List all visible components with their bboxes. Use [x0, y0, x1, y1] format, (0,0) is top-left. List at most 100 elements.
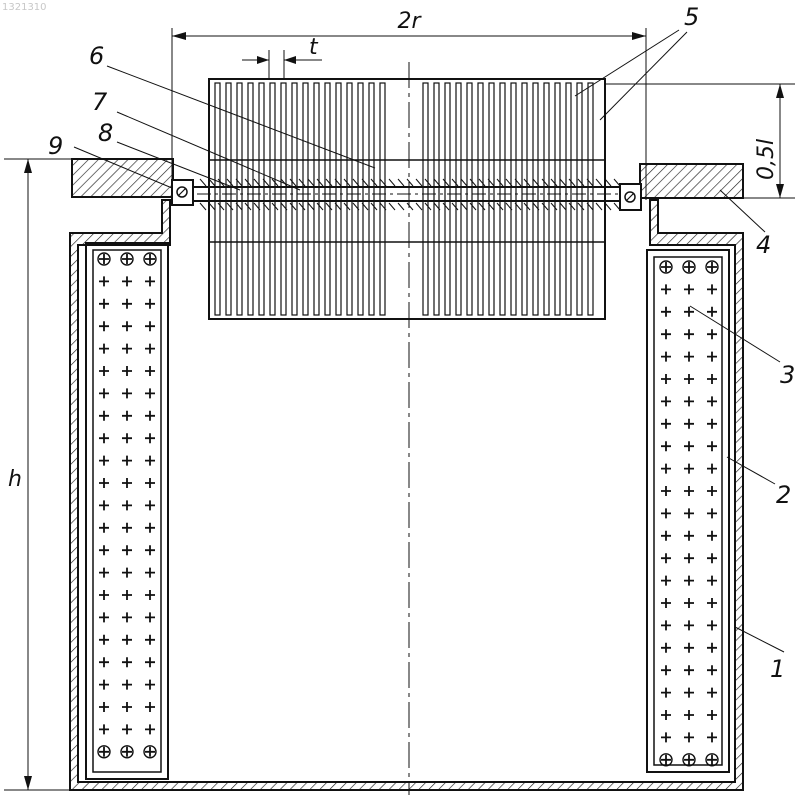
plus-mark	[145, 388, 155, 398]
fin	[489, 83, 494, 315]
plus-mark	[707, 598, 717, 608]
plus-mark	[707, 419, 717, 429]
plus-mark	[122, 366, 132, 376]
plus-mark	[707, 441, 717, 451]
plus-mark	[707, 665, 717, 675]
plus-mark	[99, 344, 109, 354]
plus-mark	[684, 732, 694, 742]
plus-mark	[99, 276, 109, 286]
plus-mark	[145, 254, 155, 264]
plus-mark	[122, 702, 132, 712]
plus-mark	[145, 523, 155, 533]
plus-mark	[122, 254, 132, 264]
plus-mark	[122, 612, 132, 622]
plus-mark	[122, 747, 132, 757]
callout-8: 8	[98, 119, 113, 147]
plus-mark	[145, 500, 155, 510]
plus-mark	[661, 553, 671, 563]
plus-mark	[707, 464, 717, 474]
plus-mark	[684, 710, 694, 720]
right-pin	[620, 184, 641, 210]
plus-mark	[145, 366, 155, 376]
plus-mark	[661, 486, 671, 496]
plus-mark	[707, 643, 717, 653]
plus-mark	[145, 299, 155, 309]
plus-mark	[684, 620, 694, 630]
fin	[423, 83, 428, 315]
plus-mark	[684, 598, 694, 608]
plus-mark	[684, 419, 694, 429]
dim-overhang-label: 0,5l	[754, 139, 779, 180]
plus-mark	[661, 710, 671, 720]
plus-mark	[707, 732, 717, 742]
right-electrode-pack	[647, 250, 729, 772]
fin	[511, 83, 516, 315]
fin	[456, 83, 461, 315]
fin	[566, 83, 571, 315]
plus-mark	[145, 590, 155, 600]
plus-mark	[122, 478, 132, 488]
fin	[270, 83, 275, 315]
fin	[380, 83, 385, 315]
plus-mark	[684, 396, 694, 406]
plus-mark	[145, 702, 155, 712]
plus-mark	[707, 262, 717, 272]
bar-hatch	[200, 203, 206, 210]
fin	[314, 83, 319, 315]
plus-mark	[122, 635, 132, 645]
left-charge-marks	[98, 253, 156, 758]
plus-mark	[145, 433, 155, 443]
left-electrode-pack	[86, 243, 168, 779]
plus-mark	[661, 643, 671, 653]
callout-7: 7	[92, 88, 108, 116]
plus-mark	[684, 329, 694, 339]
plus-mark	[707, 396, 717, 406]
plus-mark	[145, 344, 155, 354]
plus-mark	[122, 680, 132, 690]
fin	[369, 83, 374, 315]
plus-mark	[684, 665, 694, 675]
plus-mark	[707, 352, 717, 362]
plus-mark	[99, 411, 109, 421]
plus-mark	[661, 508, 671, 518]
plus-mark	[661, 464, 671, 474]
plus-mark	[122, 724, 132, 734]
plus-mark	[684, 553, 694, 563]
plus-mark	[122, 500, 132, 510]
plus-mark	[99, 254, 109, 264]
plus-mark	[661, 531, 671, 541]
plus-mark	[661, 732, 671, 742]
plus-mark	[707, 688, 717, 698]
fin	[292, 83, 297, 315]
plus-mark	[145, 612, 155, 622]
plus-mark	[99, 724, 109, 734]
plus-mark	[145, 276, 155, 286]
plus-mark	[145, 747, 155, 757]
plus-mark	[99, 612, 109, 622]
plus-mark	[661, 688, 671, 698]
fin	[248, 83, 253, 315]
plus-mark	[661, 419, 671, 429]
plus-mark	[684, 688, 694, 698]
plus-mark	[145, 456, 155, 466]
plus-mark	[99, 500, 109, 510]
fin	[434, 83, 439, 315]
plus-mark	[99, 657, 109, 667]
plus-mark	[707, 755, 717, 765]
callout-4: 4	[756, 231, 771, 259]
dim-h-label: h	[8, 467, 22, 492]
plus-mark	[661, 374, 671, 384]
plus-mark	[145, 545, 155, 555]
dimension-t: t	[242, 35, 322, 80]
fin	[303, 83, 308, 315]
fin	[478, 83, 483, 315]
dim-2r-label: 2r	[397, 9, 422, 34]
callout-5: 5	[684, 3, 699, 31]
plus-mark	[661, 307, 671, 317]
plus-mark	[122, 433, 132, 443]
plus-mark	[707, 307, 717, 317]
plus-mark	[684, 486, 694, 496]
plus-mark	[99, 299, 109, 309]
plus-mark	[145, 635, 155, 645]
